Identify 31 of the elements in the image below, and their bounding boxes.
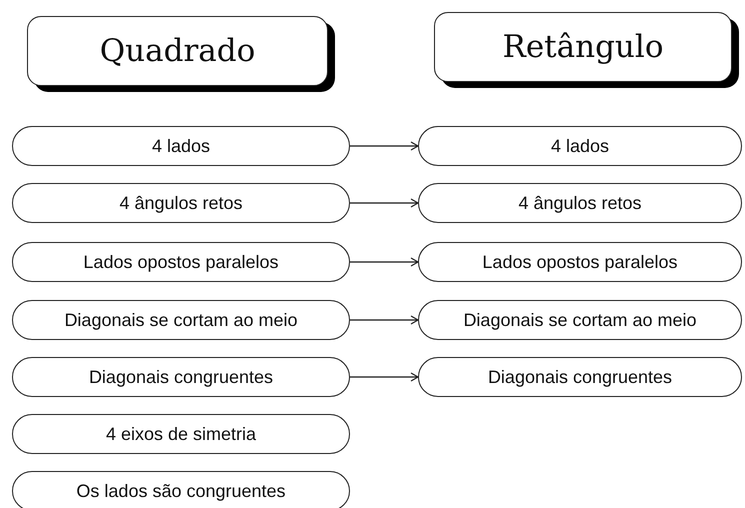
property-text: 4 lados [550,136,610,156]
property-text: Diagonais se cortam ao meio [64,310,298,330]
property-text: 4 ângulos retos [119,192,243,214]
property-text: Diagonais congruentes [88,366,274,388]
property-pill [418,242,742,282]
property-pill [418,126,742,166]
arrow [350,141,419,151]
arrow [350,198,419,208]
property-pill [12,300,350,340]
arrow [350,315,419,325]
property-pill [12,183,350,223]
property-pill [12,242,350,282]
title-text: Retângulo [502,29,664,65]
property-text: Lados opostos paralelos [83,252,279,272]
property-text: Diagonais se cortam ao meio [463,310,697,330]
property-text: Os lados são congruentes [76,480,286,502]
arrow [350,372,419,382]
property-pill [12,126,350,166]
title-text: Quadrado [100,33,256,69]
property-text: Diagonais congruentes [488,366,672,388]
property-pill [418,357,742,397]
property-pill [12,414,350,454]
property-text: 4 ângulos retos [518,192,642,214]
property-text: 4 lados [152,136,210,156]
property-pill [418,183,742,223]
property-text: 4 eixos de simetria [106,424,256,444]
property-pill [12,471,350,508]
property-pill [12,357,350,397]
arrow [350,257,419,267]
property-pill [418,300,742,340]
property-text: Lados opostos paralelos [482,252,678,272]
